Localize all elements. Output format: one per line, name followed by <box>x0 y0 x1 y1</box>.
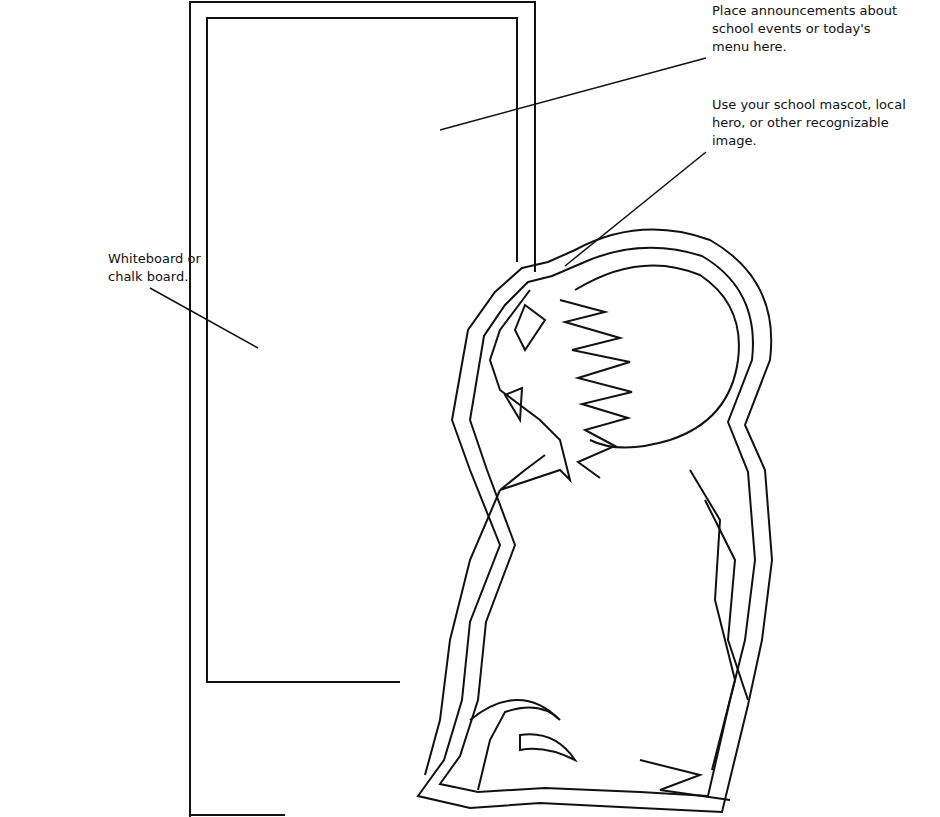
leader-line <box>565 152 706 266</box>
mascot-fur <box>560 300 632 478</box>
mascot-chest <box>425 490 500 775</box>
mascot-tail-tip <box>640 760 730 800</box>
leader-line <box>440 58 706 130</box>
board-frame <box>190 2 535 817</box>
leader-line <box>150 288 258 348</box>
mascot-head <box>490 290 570 490</box>
mascot-eye <box>505 388 522 420</box>
callout-label: Place announcements about school events … <box>712 2 902 56</box>
mascot-outline <box>418 230 772 812</box>
board-frame-base <box>190 814 285 816</box>
callout-label: Use your school mascot, local hero, or o… <box>712 96 907 150</box>
mascot-paw <box>470 700 560 790</box>
mascot-toe <box>520 734 575 760</box>
mascot-tail-inner <box>705 500 748 700</box>
callout-label: Whiteboard or chalk board. <box>108 250 220 286</box>
mascot-ear <box>515 305 545 350</box>
board-panel <box>207 18 517 682</box>
